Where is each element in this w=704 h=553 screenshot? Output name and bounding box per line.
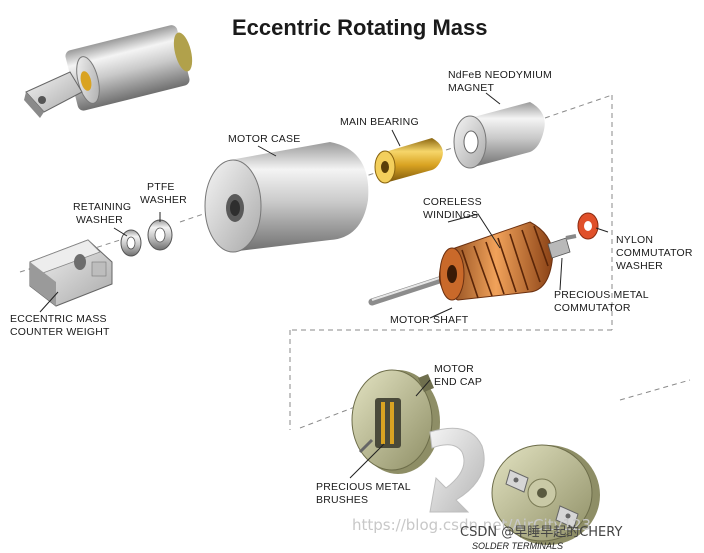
label-main-bearing: MAIN BEARING bbox=[340, 116, 419, 128]
label-motor-shaft: MOTOR SHAFT bbox=[390, 314, 469, 326]
label-commutator-line1: PRECIOUS METAL bbox=[554, 289, 649, 301]
label-ndfeb-line1: NdFeB NEODYMIUM bbox=[448, 69, 552, 81]
label-ptfe-line2: WASHER bbox=[140, 194, 187, 206]
ptfe-washer-illustration bbox=[147, 219, 173, 251]
label-end-cap-line1: MOTOR bbox=[434, 363, 474, 375]
assembly-guide-lines bbox=[19, 94, 691, 430]
assembled-motor-illustration bbox=[24, 25, 193, 118]
diagram-title: Eccentric Rotating Mass bbox=[232, 15, 488, 40]
label-solder-terminals: SOLDER TERMINALS bbox=[472, 541, 563, 551]
label-retaining-line1: RETAINING bbox=[73, 201, 131, 213]
nylon-washer-illustration bbox=[577, 212, 599, 240]
label-ptfe-line1: PTFE bbox=[147, 181, 175, 193]
label-nylon-line2: COMMUTATOR bbox=[616, 247, 693, 259]
label-eccentric-line2: COUNTER WEIGHT bbox=[10, 326, 110, 338]
label-motor-case: MOTOR CASE bbox=[228, 133, 300, 145]
label-end-cap-line2: END CAP bbox=[434, 376, 482, 388]
component-labels: NdFeB NEODYMIUM MAGNET MAIN BEARING MOTO… bbox=[10, 69, 693, 551]
label-nylon-line1: NYLON bbox=[616, 234, 653, 246]
label-ndfeb-line2: MAGNET bbox=[448, 82, 495, 94]
label-eccentric-line1: ECCENTRIC MASS bbox=[10, 313, 107, 325]
label-retaining-line2: WASHER bbox=[76, 214, 123, 226]
label-commutator-line2: COMMUTATOR bbox=[554, 302, 631, 314]
motor-case-illustration bbox=[204, 142, 369, 253]
eccentric-mass-illustration bbox=[29, 239, 113, 307]
label-brushes-line2: BRUSHES bbox=[316, 494, 368, 506]
watermark-url: https://blog.csdn.net/AirCity123 bbox=[352, 516, 591, 534]
label-brushes-line1: PRECIOUS METAL bbox=[316, 481, 411, 493]
label-coreless-line2: WINDINGS bbox=[423, 209, 478, 221]
leader-lines bbox=[39, 92, 609, 479]
label-coreless-line1: CORELESS bbox=[423, 196, 482, 208]
label-nylon-line3: WASHER bbox=[616, 260, 663, 272]
ndfeb-magnet-illustration bbox=[453, 102, 545, 169]
end-cap-back-illustration bbox=[491, 444, 600, 545]
retaining-washer-illustration bbox=[120, 229, 142, 257]
watermark-csdn: CSDN @早睡早起的CHERY bbox=[460, 524, 622, 540]
motor-end-cap-illustration bbox=[351, 369, 440, 474]
rotation-arrow-graphic bbox=[429, 427, 485, 513]
main-bearing-illustration bbox=[374, 138, 443, 184]
rotor-illustration bbox=[368, 221, 577, 306]
